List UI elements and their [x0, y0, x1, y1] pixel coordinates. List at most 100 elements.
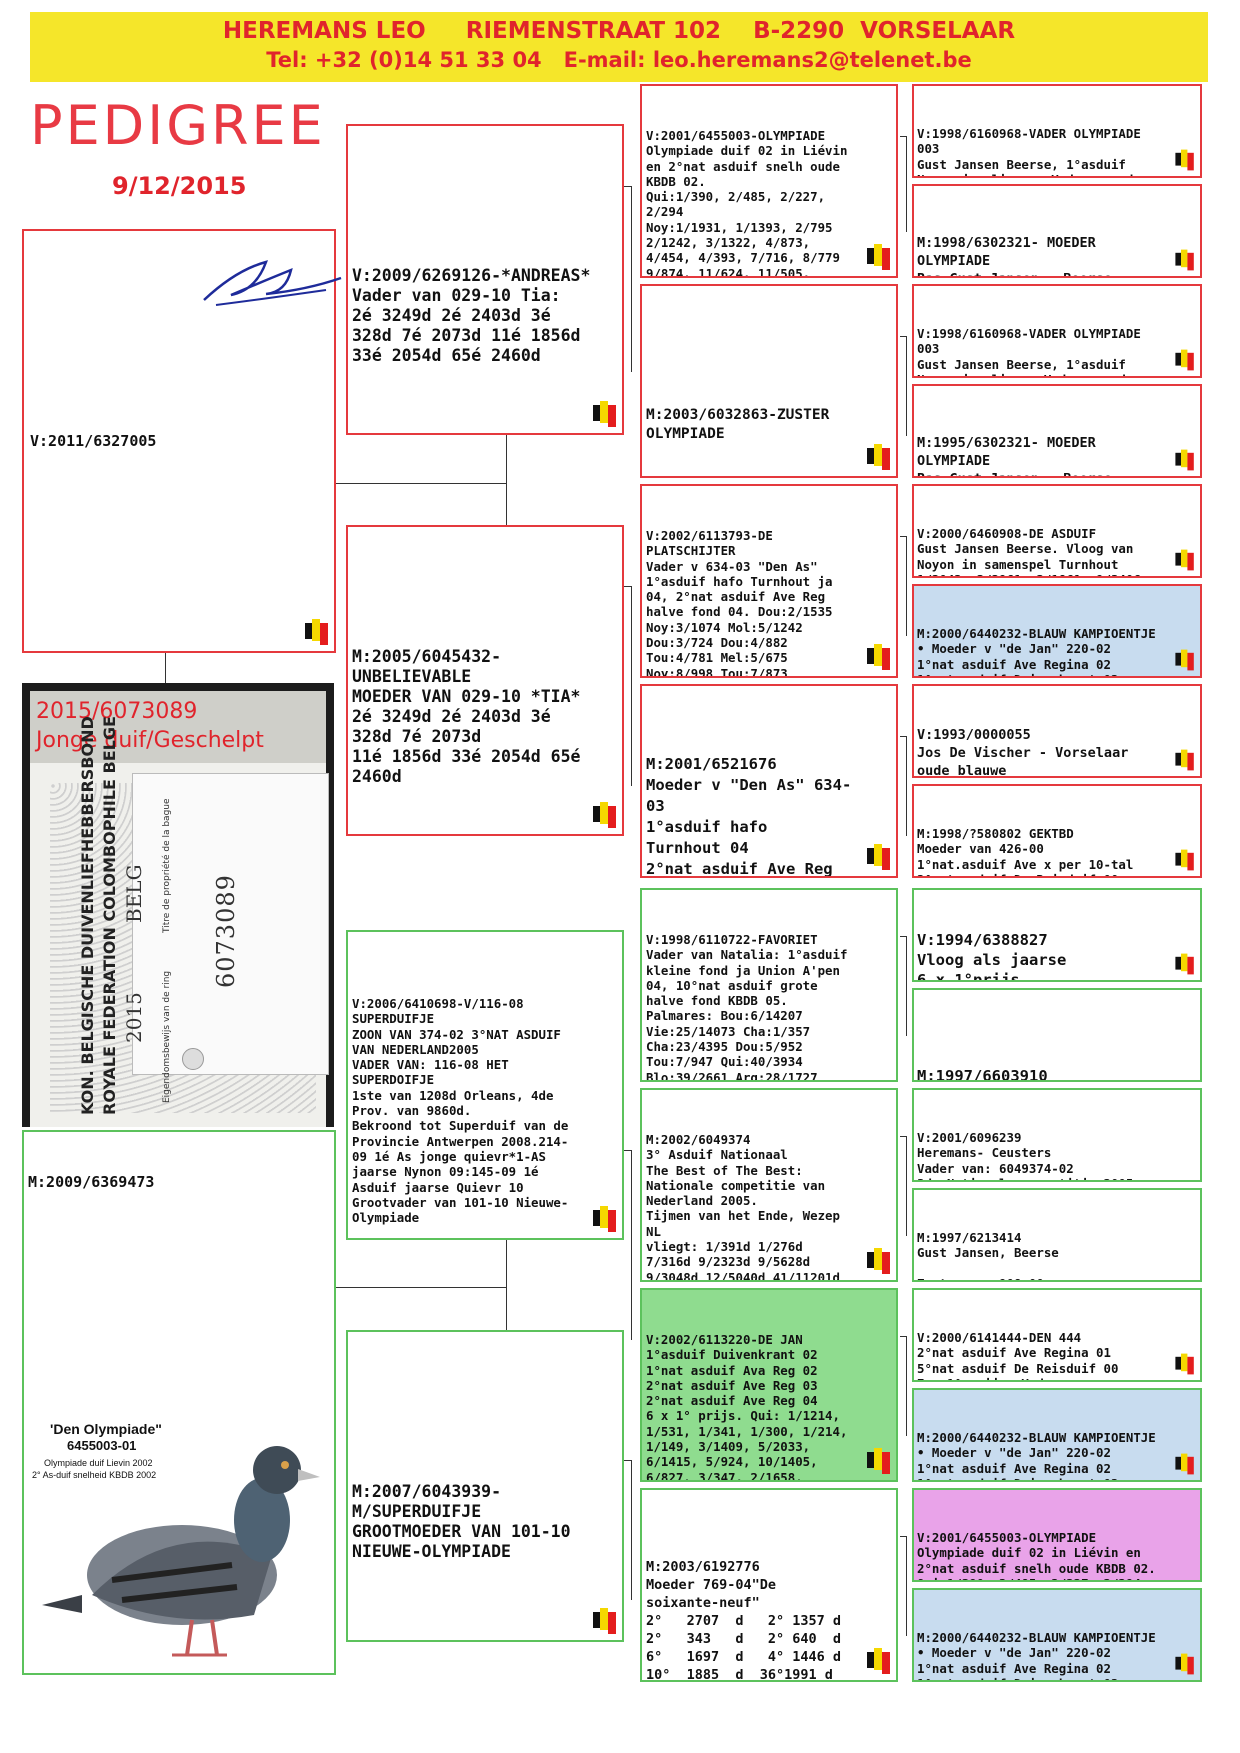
connector-line: [631, 186, 632, 372]
g4-text-12: M:1997/6213414 Gust Jansen, Beerse Zuste…: [917, 1230, 1059, 1280]
g4-text-10: M:1997/6603910: [917, 1067, 1048, 1082]
belgium-flag-icon: [305, 619, 328, 645]
belgium-flag-icon: [867, 644, 890, 670]
connector-line: [906, 1536, 907, 1636]
g4-text-9: V:1994/6388827 Vloog als jaarse 6 x 1°pr…: [917, 931, 1067, 982]
g3-box-3: V:2002/6113793-DE PLATSCHIJTER Vader v 6…: [640, 484, 898, 678]
g4-text-11: V:2001/6096239 Heremans- Ceusters Vader …: [917, 1130, 1133, 1180]
connector-line: [631, 586, 632, 786]
sire-box: V:2009/6269126-*ANDREAS* Vader van 029-1…: [346, 124, 624, 435]
g4-text-4: M:1995/6302321- MOEDER OLYMPIADE Ras Gus…: [917, 435, 1112, 476]
g3-text-2: M:2003/6032863-ZUSTER OLYMPIADE: [646, 407, 830, 442]
g4-text-1: V:1998/6160968-VADER OLYMPIADE 003 Gust …: [917, 126, 1141, 176]
breeder-contact: Tel: +32 (0)14 51 33 04 E-mail: leo.here…: [266, 48, 972, 72]
g4-text-15: V:2001/6455003-OLYMPIADE Olympiade duif …: [917, 1530, 1156, 1580]
olympiade-photo: 'Den Olympiade" 6455003-01 Olympiade dui…: [22, 1125, 334, 1680]
g3-box-8: M:2003/6192776 Moeder 769-04"De soixante…: [640, 1488, 898, 1682]
g4-box-7: V:1993/0000055 Jos De Vischer - Vorselaa…: [912, 684, 1202, 778]
pigeon-image: [42, 1446, 320, 1657]
subject-pigeon-text: V:2011/6327005: [30, 432, 157, 450]
g3-text-6: M:2002/6049374 3° Asduif Nationaal The B…: [646, 1132, 840, 1282]
connector-line: [906, 136, 907, 232]
belgium-flag-icon: [1175, 1653, 1194, 1675]
dam-of-dam-text: M:2007/6043939- M/SUPERDUIFJE GROOTMOEDE…: [352, 1482, 571, 1561]
belgium-flag-icon: [593, 401, 616, 427]
federation-name-fr: ROYALE FEDERATION COLOMBOPHILE BELGE: [100, 716, 119, 1115]
belgium-flag-icon: [1175, 953, 1194, 975]
connector-line: [624, 1460, 631, 1461]
g3-box-2: M:2003/6032863-ZUSTER OLYMPIADE: [640, 284, 898, 478]
belgium-flag-icon: [1175, 449, 1194, 471]
g3-box-5: V:1998/6110722-FAVORIET Vader van Natali…: [640, 888, 898, 1082]
connector-line: [631, 1460, 632, 1600]
card-year: 2015: [122, 992, 146, 1043]
photo-caption-2: 2° As-duif snelheid KBDB 2002: [32, 1470, 157, 1480]
connector-line: [900, 1536, 907, 1537]
connector-line: [906, 1136, 907, 1236]
page-title: PEDIGREE: [30, 94, 326, 157]
g4-box-11: V:2001/6096239 Heremans- Ceusters Vader …: [912, 1088, 1202, 1182]
belgium-flag-icon: [1175, 849, 1194, 871]
g4-box-4: M:1995/6302321- MOEDER OLYMPIADE Ras Gus…: [912, 384, 1202, 478]
connector-line: [906, 936, 907, 1036]
g3-text-1: V:2001/6455003-OLYMPIADE Olympiade duif …: [646, 128, 848, 278]
g4-box-3: V:1998/6160968-VADER OLYMPIADE 003 Gust …: [912, 284, 1202, 378]
photo-name: 'Den Olympiade": [50, 1421, 162, 1437]
connector-line: [334, 483, 507, 484]
belgium-flag-icon: [867, 1248, 890, 1274]
g4-text-7: V:1993/0000055 Jos De Vischer - Vorselaa…: [917, 727, 1129, 778]
subject-pigeon-box: V:2011/6327005: [22, 229, 336, 653]
connector-line: [624, 1150, 631, 1151]
belgium-flag-icon: [593, 802, 616, 828]
dam-of-dam-box: M:2007/6043939- M/SUPERDUIFJE GROOTMOEDE…: [346, 1330, 624, 1642]
g4-box-14: M:2000/6440232-BLAUW KAMPIOENTJE • Moede…: [912, 1388, 1202, 1482]
belgium-flag-icon: [1175, 549, 1194, 571]
connector-line: [906, 536, 907, 636]
sire-of-dam-box: V:2006/6410698-V/116-08 SUPERDUIFJE ZOON…: [346, 930, 624, 1240]
g4-box-5: V:2000/6460908-DE ASDUIF Gust Jansen Bee…: [912, 484, 1202, 578]
g3-text-7: V:2002/6113220-DE JAN 1°asduif Duivenkra…: [646, 1332, 848, 1482]
federation-name-nl: KON. BELGISCHE DUIVENLIEFHEBBERSBOND: [78, 716, 97, 1115]
g3-text-5: V:1998/6110722-FAVORIET Vader van Natali…: [646, 932, 848, 1082]
connector-line: [900, 136, 907, 137]
sire-text: V:2009/6269126-*ANDREAS* Vader van 029-1…: [352, 266, 591, 365]
g4-text-16: M:2000/6440232-BLAUW KAMPIOENTJE • Moede…: [917, 1630, 1156, 1680]
sire-of-dam-text: V:2006/6410698-V/116-08 SUPERDUIFJE ZOON…: [352, 996, 569, 1226]
connector-line: [624, 186, 631, 187]
g4-box-6: M:2000/6440232-BLAUW KAMPIOENTJE • Moede…: [912, 584, 1202, 678]
photo-caption-1: Olympiade duif Lievin 2002: [44, 1458, 153, 1468]
belgium-flag-icon: [1175, 1353, 1194, 1375]
g4-box-9: V:1994/6388827 Vloog als jaarse 6 x 1°pr…: [912, 888, 1202, 982]
belgium-flag-icon: [1175, 249, 1194, 271]
belgium-flag-icon: [867, 844, 890, 870]
g3-box-4: M:2001/6521676 Moeder v "Den As" 634- 03…: [640, 684, 898, 878]
g3-box-7: V:2002/6113220-DE JAN 1°asduif Duivenkra…: [640, 1288, 898, 1482]
card-hole-icon: [182, 1048, 204, 1070]
g3-box-6: M:2002/6049374 3° Asduif Nationaal The B…: [640, 1088, 898, 1282]
dam-of-sire-text: M:2005/6045432- UNBELIEVABLE MOEDER VAN …: [352, 647, 581, 786]
g4-box-15: V:2001/6455003-OLYMPIADE Olympiade duif …: [912, 1488, 1202, 1582]
belgium-flag-icon: [867, 444, 890, 470]
breeder-header: HEREMANS LEO RIEMENSTRAAT 102 B-2290 VOR…: [30, 12, 1208, 82]
pedigree-date: 9/12/2015: [112, 172, 247, 200]
g4-text-5: V:2000/6460908-DE ASDUIF Gust Jansen Bee…: [917, 526, 1148, 576]
card-ring-number: 6073089: [212, 874, 240, 988]
connector-line: [506, 435, 507, 525]
g4-box-8: M:1998/?580802 GEKTBD Moeder van 426-00 …: [912, 784, 1202, 878]
ring-card: 2015/6073089 Jonge duif/Geschelpt KON. B…: [22, 683, 334, 1127]
connector-line: [906, 736, 907, 836]
belgium-flag-icon: [1175, 749, 1194, 771]
signature-icon: [203, 260, 342, 306]
belgium-flag-icon: [593, 1608, 616, 1634]
connector-line: [624, 586, 631, 587]
belgium-flag-icon: [1175, 649, 1194, 671]
g4-text-2: M:1998/6302321- MOEDER OLYMPIADE Ras Gus…: [917, 235, 1112, 276]
g4-text-14: M:2000/6440232-BLAUW KAMPIOENTJE • Moede…: [917, 1430, 1156, 1480]
connector-line: [506, 1240, 507, 1330]
belgium-flag-icon: [1175, 149, 1194, 171]
belgium-flag-icon: [1175, 1453, 1194, 1475]
connector-line: [906, 336, 907, 436]
connector-line: [900, 1336, 907, 1337]
connector-line: [900, 1136, 907, 1137]
connector-line: [900, 536, 907, 537]
